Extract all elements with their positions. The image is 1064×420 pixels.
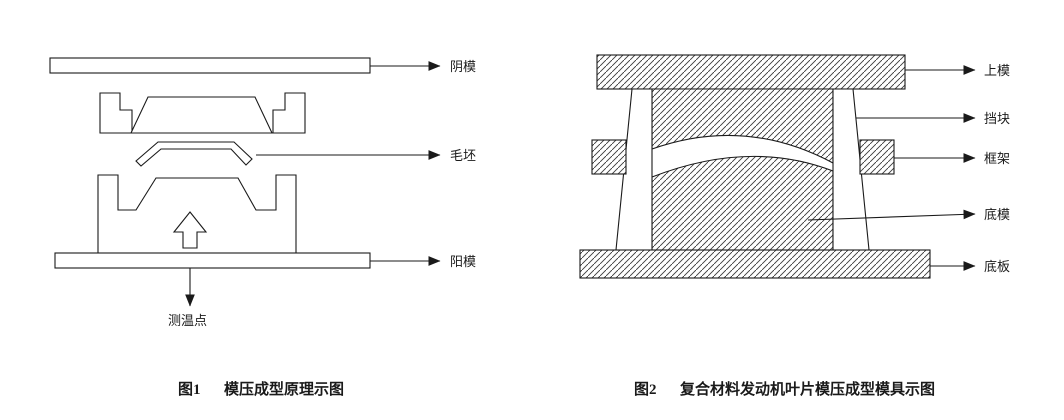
female-mold-left-tab xyxy=(99,92,133,134)
male-mold-bottom-plate xyxy=(54,252,371,269)
male-mold-body xyxy=(97,174,297,254)
female-mold-right-tab xyxy=(272,92,306,134)
figure1-caption-title: 模压成型原理示图 xyxy=(224,380,344,398)
base-plate xyxy=(579,249,931,279)
press-direction-arrow-icon xyxy=(172,211,208,249)
figure1-labels: 阴模 毛坯 阳模 测温点 图1 模压成型原理示图 xyxy=(168,59,476,398)
figure1-caption-number: 图1 xyxy=(178,381,201,398)
female-mold-top-plate xyxy=(49,57,371,74)
label-temp-point: 测温点 xyxy=(168,313,207,328)
right-frame-block xyxy=(859,139,895,175)
figure2-caption-title: 复合材料发动机叶片模压成型模具示图 xyxy=(679,380,935,398)
figure2-labels: 上模 挡块 框架 底模 底板 图2 复合材料发动机叶片模压成型模具示图 xyxy=(634,63,1010,398)
bottom-mold-body xyxy=(651,155,834,251)
figure1-diagram xyxy=(49,57,441,307)
figure2-caption-number: 图2 xyxy=(634,381,657,398)
upper-mold-plate xyxy=(596,54,906,90)
upper-mold-core xyxy=(651,88,834,164)
label-female-mold: 阴模 xyxy=(450,59,476,74)
leader-line-bottom-mold xyxy=(807,209,976,221)
female-mold-core xyxy=(130,96,273,134)
label-bottom-mold: 底模 xyxy=(984,207,1010,222)
label-blank: 毛坯 xyxy=(450,148,476,163)
label-male-mold: 阳模 xyxy=(450,254,476,269)
left-frame-block xyxy=(591,139,627,175)
label-upper-mold: 上模 xyxy=(984,63,1010,78)
label-base-plate: 底板 xyxy=(984,259,1010,274)
label-frame: 框架 xyxy=(984,151,1010,166)
figure2-diagram xyxy=(579,54,976,279)
label-stop-block: 挡块 xyxy=(984,111,1010,126)
blank-profile xyxy=(135,141,253,167)
